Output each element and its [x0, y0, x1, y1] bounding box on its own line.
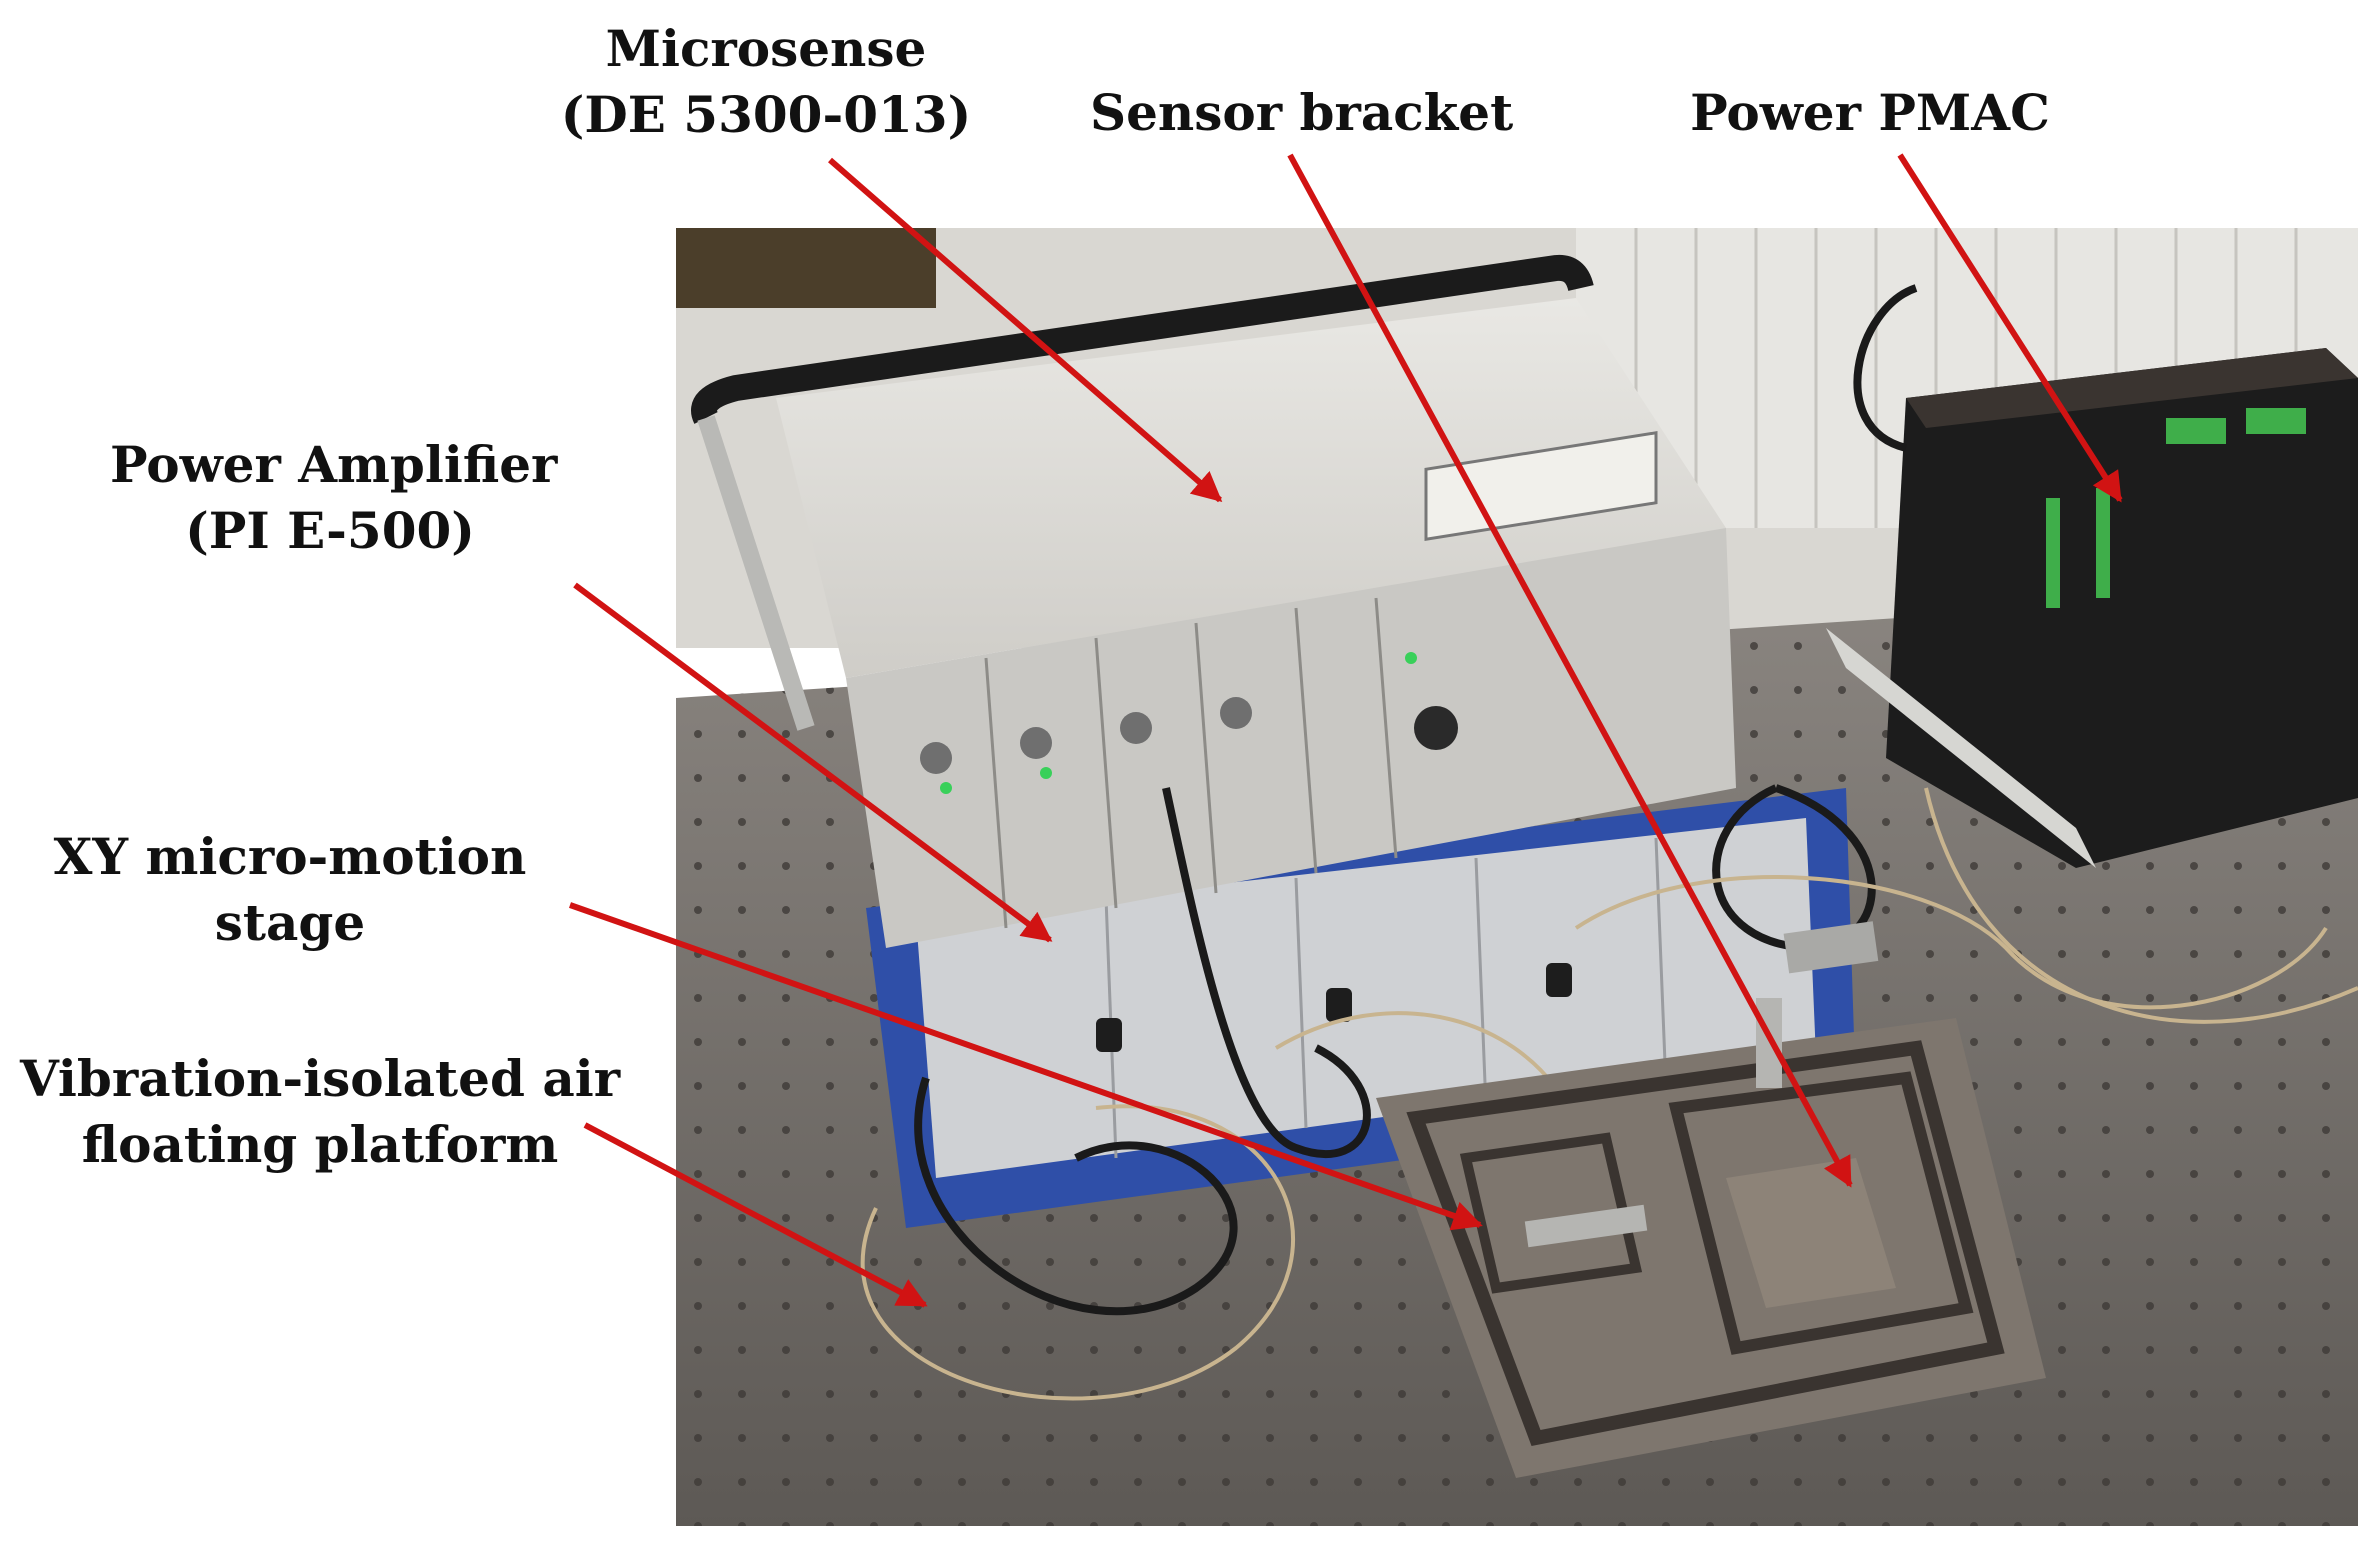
microsense-dial — [1414, 706, 1458, 750]
label-power-amplifier: Power Amplifier (PI E-500) — [110, 432, 558, 564]
label-xy-stage-line1: XY micro-motion — [53, 827, 527, 886]
label-platform: Vibration-isolated air floating platform — [20, 1046, 620, 1178]
label-microsense: Microsense (DE 5300-013) — [546, 16, 986, 148]
label-power-amplifier-line2: (PI E-500) — [185, 501, 475, 560]
label-xy-stage-line2: stage — [214, 893, 366, 952]
stage-center-platform — [1726, 1158, 1896, 1308]
label-power-pmac-text: Power PMAC — [1690, 83, 2050, 142]
label-platform-line1: Vibration-isolated air — [20, 1049, 621, 1108]
lab-setup-photo — [676, 228, 2358, 1526]
label-microsense-line2: (DE 5300-013) — [560, 85, 972, 144]
label-xy-stage: XY micro-motion stage — [40, 824, 540, 956]
label-sensor-bracket: Sensor bracket — [1090, 80, 1514, 146]
label-power-amplifier-line1: Power Amplifier — [110, 435, 558, 494]
amplifier-knob — [1096, 1018, 1122, 1052]
label-platform-line2: floating platform — [81, 1115, 559, 1174]
label-sensor-bracket-text: Sensor bracket — [1090, 83, 1514, 142]
window-frame — [676, 228, 936, 308]
label-power-pmac: Power PMAC — [1670, 80, 2070, 146]
label-microsense-line1: Microsense — [605, 19, 927, 78]
